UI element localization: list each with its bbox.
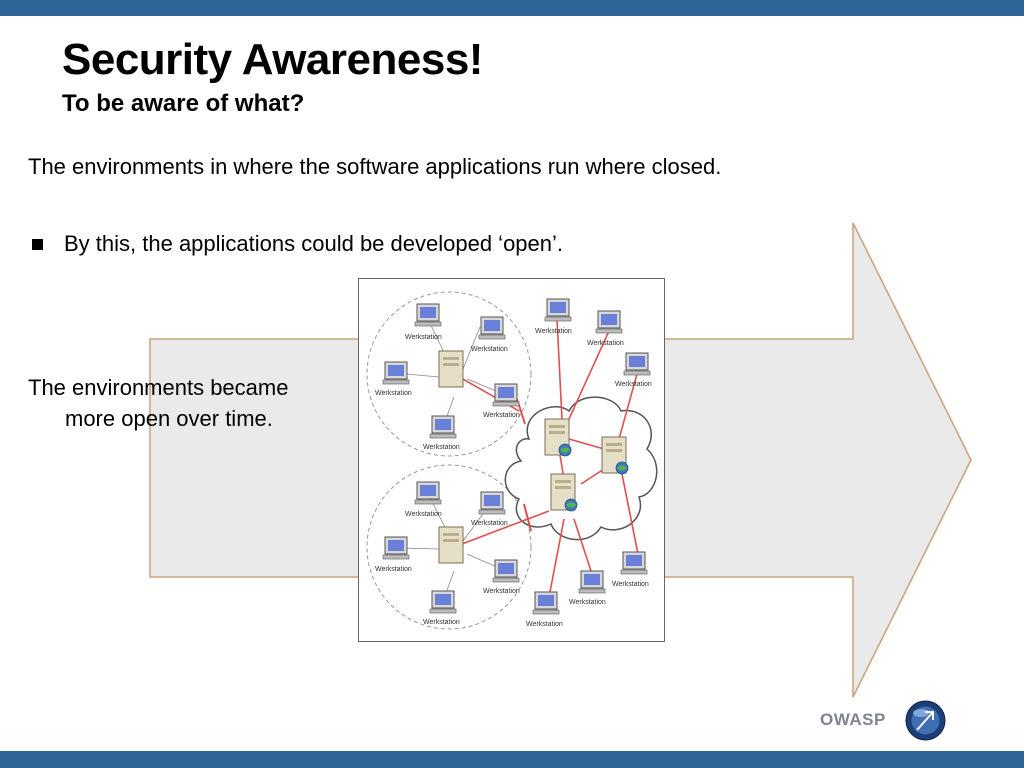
owasp-logo-text: OWASP [820,710,886,729]
workstation-label: Werkstation [483,588,520,595]
workstation-label: Werkstation [569,599,606,606]
workstation-label: Werkstation [483,412,520,419]
workstation-label: Werkstation [535,328,572,335]
network-diagram: Werkstation Werkstation Werkstation Werk… [358,278,665,642]
bottom-bar [0,751,1024,768]
workstation-label: Werkstation [405,511,442,518]
open-environments-text-continued: more open over time. [65,406,273,431]
workstation-label: Werkstation [471,520,508,527]
bullet-text: By this, the applications could be devel… [64,231,564,256]
slide-title: Security Awareness! [62,35,483,84]
square-bullet-icon [32,238,43,250]
owasp-logo-icon [905,700,946,741]
slide-subtitle: To be aware of what? [62,90,305,117]
workstation-label: Werkstation [375,390,412,397]
top-bar [0,0,1024,16]
workstation-label: Werkstation [471,346,508,353]
network-diagram-drawing: Werkstation Werkstation Werkstation Werk… [366,291,658,630]
workstation-label: Werkstation [423,619,460,626]
workstation-label: Werkstation [612,581,649,588]
workstation-label: Werkstation [526,621,563,628]
workstation-label: Werkstation [375,566,412,573]
workstation-label: Werkstation [405,334,442,341]
workstation-label: Werkstation [587,340,624,347]
workstation-label: Werkstation [615,381,652,388]
open-environments-text: The environments became [28,375,289,400]
bullet-item: By this, the applications could be devel… [30,229,563,259]
closed-environments-text: The environments in where the software a… [28,154,722,179]
workstation-label: Werkstation [423,444,460,451]
